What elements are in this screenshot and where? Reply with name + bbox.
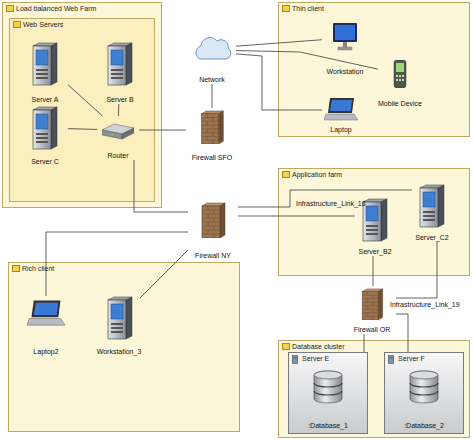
server-icon xyxy=(363,199,387,241)
box-title: Load balanced Web Farm xyxy=(16,5,96,13)
router-icon xyxy=(102,124,134,139)
box-title: Thin client xyxy=(292,5,324,13)
node-label: :Database_1 xyxy=(308,421,348,430)
node-label: Router xyxy=(107,151,128,160)
connector-line xyxy=(396,314,408,352)
laptop-icon xyxy=(324,98,358,120)
server-mini-icon xyxy=(292,355,297,363)
connector-line xyxy=(236,40,322,46)
laptop-icon xyxy=(27,301,65,326)
node-label: Firewall SFO xyxy=(192,153,232,162)
database-node: :Database_2 xyxy=(396,368,452,430)
connector-line xyxy=(140,250,188,298)
device-node: Server A xyxy=(22,40,68,104)
package-box: Load balanced Web FarmWeb ServersServer … xyxy=(2,2,162,208)
device-node: Workstation xyxy=(322,20,368,76)
device-node: Workstation_3 xyxy=(98,294,140,356)
node-label: Workstation_3 xyxy=(97,347,142,356)
connector-line xyxy=(134,160,188,212)
workstation-icon xyxy=(333,23,357,50)
connector-line xyxy=(46,232,188,296)
connector-line xyxy=(396,242,437,298)
node-label: Firewall OR xyxy=(354,325,391,334)
node-label: Server_C2 xyxy=(415,233,448,242)
database-top xyxy=(410,371,438,379)
device-node: Firewall SFO xyxy=(186,108,238,162)
network-cloud-icon xyxy=(196,38,231,59)
device-node: Laptop2 xyxy=(24,296,68,356)
package-box: Database clusterServer E:Database_1Serve… xyxy=(278,340,470,438)
connector-line xyxy=(68,128,97,130)
device-node: Firewall NY xyxy=(188,200,238,260)
node-label: Laptop2 xyxy=(33,347,58,356)
package-box: Application farmServer_B2 Server_C2 xyxy=(278,168,470,276)
server-icon xyxy=(33,107,57,149)
database-cylinder xyxy=(313,370,343,404)
box-title: Application farm xyxy=(292,171,342,179)
server-icon xyxy=(420,185,444,227)
connector-line xyxy=(118,104,119,116)
connector-line xyxy=(364,334,365,352)
connector-line xyxy=(238,216,355,217)
mobile-icon xyxy=(394,60,406,88)
database-body xyxy=(410,371,438,403)
firewall-icon xyxy=(362,289,382,320)
box-title: Server E xyxy=(302,355,329,363)
node-label: Server_B2 xyxy=(358,247,391,256)
device-node: Mobile Device xyxy=(378,58,422,108)
server-icon xyxy=(108,43,132,85)
device-node: Network xyxy=(188,32,236,84)
box-title: Web Servers xyxy=(23,21,63,29)
node-label: Mobile Device xyxy=(378,99,422,108)
box-title: Rich client xyxy=(22,265,54,273)
group-box: Web ServersServer A Server B Server C Route… xyxy=(9,18,155,202)
connector-line xyxy=(68,85,103,116)
connector-label: Infrastructure_Link_16 xyxy=(296,200,366,208)
database-node: :Database_1 xyxy=(300,368,356,430)
database-cylinder xyxy=(409,370,439,404)
device-node: Server_C2 xyxy=(412,182,452,242)
database-band xyxy=(410,383,438,395)
workstation-icon xyxy=(108,297,132,339)
device-node: Server B xyxy=(97,40,143,104)
node-label: Workstation xyxy=(327,67,364,76)
node-label: Laptop xyxy=(330,125,351,134)
database-band xyxy=(314,383,342,395)
device-node: Router xyxy=(97,116,139,160)
connector-line xyxy=(373,256,374,286)
firewall-icon xyxy=(202,203,225,238)
server-mini-icon xyxy=(388,355,393,363)
node-label: Server C xyxy=(31,157,59,166)
database-body xyxy=(314,371,342,403)
database-top xyxy=(314,371,342,379)
node-label: Firewall NY xyxy=(195,251,231,260)
device-node: Laptop xyxy=(322,96,360,134)
package-box: Rich clientLaptop2 Workstation_3 xyxy=(8,262,240,432)
server-box: Server E :Database_1 xyxy=(288,352,368,434)
firewall-icon xyxy=(202,111,224,144)
node-label: Server A xyxy=(32,95,59,104)
package-box: Thin clientWorkstationMobile DeviceLapto… xyxy=(278,2,470,137)
box-title: Server F xyxy=(398,355,425,363)
node-label: Server B xyxy=(106,95,133,104)
node-label: Network xyxy=(199,75,225,84)
device-node: Server C xyxy=(22,104,68,166)
connector-line xyxy=(212,84,213,108)
node-label: :Database_2 xyxy=(404,421,444,430)
server-box: Server F :Database_2 xyxy=(384,352,464,434)
device-node: Firewall OR xyxy=(348,286,396,334)
connector-line xyxy=(238,190,412,207)
connector-line xyxy=(236,54,322,110)
connector-line xyxy=(139,130,186,131)
connector-label: Infrastructure_Link_19 xyxy=(390,301,460,309)
box-title: Database cluster xyxy=(292,343,345,351)
server-icon xyxy=(33,43,57,85)
connector-line xyxy=(236,51,378,70)
